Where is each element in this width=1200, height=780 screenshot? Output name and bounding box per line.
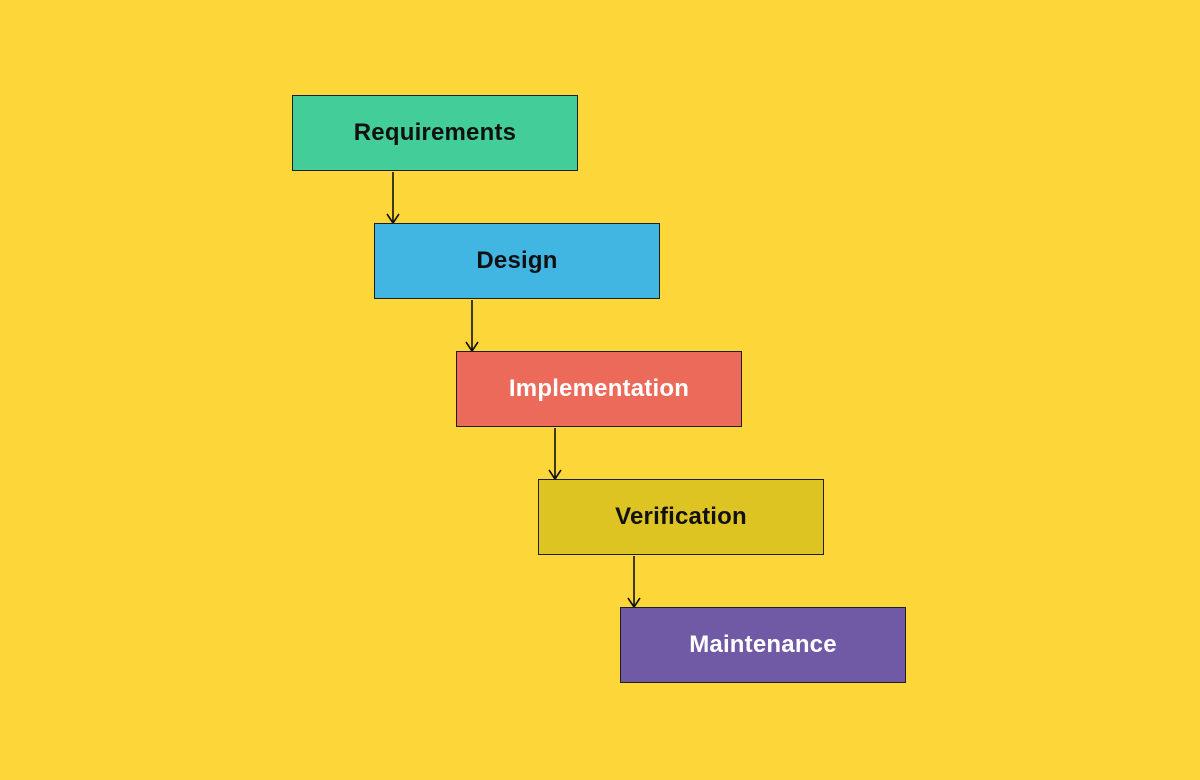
stage-verification: Verification [538,479,824,555]
stage-implementation: Implementation [456,351,742,427]
stage-maintenance: Maintenance [620,607,906,683]
connector-requirements-design [386,172,400,225]
connector-verification-maintenance [627,556,641,609]
stage-label-maintenance: Maintenance [689,631,837,658]
stage-label-requirements: Requirements [353,119,517,146]
stage-label-design: Design [476,247,558,274]
connector-design-implementation [465,300,479,353]
stage-requirements: Requirements [292,95,578,171]
stage-label-verification: Verification [615,503,747,530]
stage-design: Design [374,223,660,299]
connector-implementation-verification [548,428,562,481]
stage-label-implementation: Implementation [508,375,690,402]
